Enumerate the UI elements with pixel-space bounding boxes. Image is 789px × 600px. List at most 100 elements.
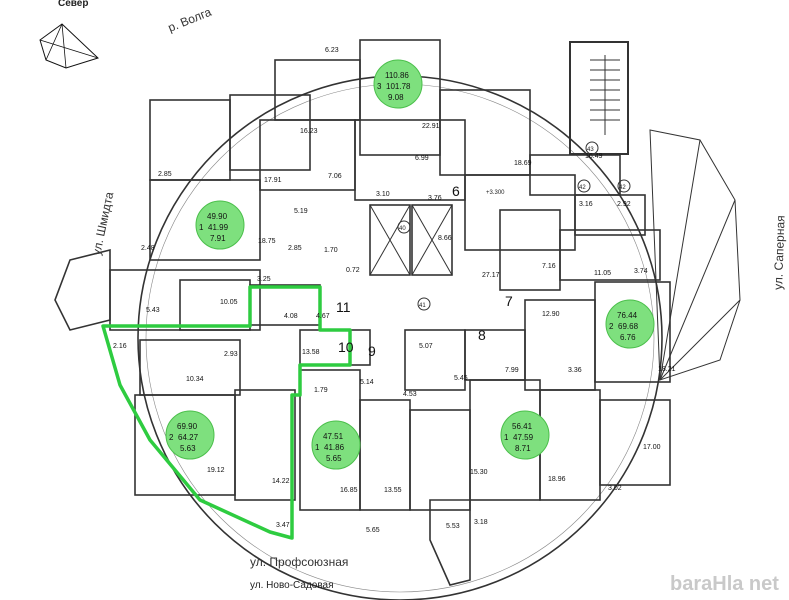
svg-text:110.86: 110.86 bbox=[385, 71, 409, 80]
svg-text:3.16: 3.16 bbox=[579, 201, 593, 208]
svg-text:7: 7 bbox=[505, 293, 513, 309]
watermark: baraHla net bbox=[670, 573, 779, 595]
svg-text:2: 2 bbox=[169, 433, 174, 442]
svg-text:101.78: 101.78 bbox=[386, 82, 411, 91]
svg-text:3: 3 bbox=[377, 82, 382, 91]
street-volga: р. Волга bbox=[166, 5, 214, 35]
svg-text:69.68: 69.68 bbox=[618, 322, 639, 331]
svg-text:9.08: 9.08 bbox=[388, 93, 404, 102]
svg-text:2.85: 2.85 bbox=[288, 245, 302, 252]
svg-text:5.14: 5.14 bbox=[360, 379, 374, 386]
svg-text:41.86: 41.86 bbox=[324, 443, 345, 452]
svg-text:12.90: 12.90 bbox=[542, 311, 560, 318]
svg-text:16.23: 16.23 bbox=[300, 128, 318, 135]
svg-text:5.45: 5.45 bbox=[454, 375, 468, 382]
svg-text:14.22: 14.22 bbox=[272, 478, 290, 485]
svg-text:3.47: 3.47 bbox=[276, 522, 290, 529]
svg-text:1.79: 1.79 bbox=[314, 387, 328, 394]
svg-text:5.07: 5.07 bbox=[419, 343, 433, 350]
svg-text:41.99: 41.99 bbox=[208, 223, 229, 232]
svg-text:3.74: 3.74 bbox=[634, 268, 648, 275]
svg-text:11.05: 11.05 bbox=[594, 270, 611, 277]
svg-text:4.53: 4.53 bbox=[403, 391, 417, 398]
svg-text:16.85: 16.85 bbox=[340, 487, 358, 494]
svg-text:19.12: 19.12 bbox=[207, 467, 225, 474]
svg-text:13.55: 13.55 bbox=[384, 487, 402, 494]
svg-text:2.48: 2.48 bbox=[141, 245, 155, 252]
svg-text:2.85: 2.85 bbox=[158, 171, 172, 178]
svg-text:2.92: 2.92 bbox=[617, 201, 631, 208]
svg-text:18.69: 18.69 bbox=[514, 160, 532, 167]
svg-text:3.18: 3.18 bbox=[474, 519, 488, 526]
svg-text:76.44: 76.44 bbox=[617, 311, 638, 320]
svg-text:40: 40 bbox=[399, 226, 406, 232]
svg-text:47.59: 47.59 bbox=[513, 433, 534, 442]
svg-text:6.76: 6.76 bbox=[620, 333, 636, 342]
svg-text:9: 9 bbox=[368, 343, 376, 359]
svg-text:3.36: 3.36 bbox=[568, 367, 582, 374]
svg-text:5.65: 5.65 bbox=[366, 527, 380, 534]
svg-text:18.75: 18.75 bbox=[258, 238, 276, 245]
svg-text:6.23: 6.23 bbox=[325, 47, 339, 54]
street-shmidta: ул. Шмидта bbox=[89, 190, 116, 256]
apartment-badge: 69.90 2 64.27 5.63 bbox=[165, 410, 215, 460]
apartment-badge: 56.41 1 47.59 8.71 bbox=[500, 410, 550, 460]
svg-text:22.91: 22.91 bbox=[422, 123, 440, 130]
svg-text:5.43: 5.43 bbox=[146, 307, 160, 314]
svg-text:8.66: 8.66 bbox=[438, 235, 452, 242]
svg-text:5.65: 5.65 bbox=[326, 454, 342, 463]
svg-text:8.71: 8.71 bbox=[515, 444, 531, 453]
street-sapernaya: ул. Саперная bbox=[771, 215, 788, 290]
svg-text:7.06: 7.06 bbox=[328, 173, 342, 180]
svg-text:5.53: 5.53 bbox=[446, 523, 460, 530]
svg-text:18.21: 18.21 bbox=[658, 366, 676, 373]
svg-text:4.67: 4.67 bbox=[316, 313, 330, 320]
svg-text:2: 2 bbox=[609, 322, 614, 331]
svg-text:8: 8 bbox=[478, 327, 486, 343]
apartment-badge: 110.86 3 101.78 9.08 bbox=[373, 59, 423, 109]
svg-text:7.99: 7.99 bbox=[505, 367, 519, 374]
svg-text:3.10: 3.10 bbox=[376, 191, 390, 198]
svg-text:1: 1 bbox=[199, 223, 204, 232]
svg-text:0.72: 0.72 bbox=[346, 267, 360, 274]
street-profsoyuznaya: ул. Профсоюзная bbox=[250, 555, 348, 569]
markers: 40 41 42 42 +3.300 bbox=[397, 179, 631, 311]
room-areas: 6.23 16.23 22.91 6.99 18.69 16.49 7.06 1… bbox=[113, 47, 676, 534]
section-numbers: 6 7 8 9 10 11 bbox=[336, 183, 513, 359]
svg-text:56.41: 56.41 bbox=[512, 422, 533, 431]
svg-text:17.91: 17.91 bbox=[264, 177, 282, 184]
compass: Север bbox=[39, 0, 99, 69]
svg-text:10.34: 10.34 bbox=[186, 376, 204, 383]
svg-text:17.00: 17.00 bbox=[643, 444, 661, 451]
svg-text:6: 6 bbox=[452, 183, 460, 199]
svg-text:1: 1 bbox=[504, 433, 509, 442]
svg-text:3.25: 3.25 bbox=[257, 276, 271, 283]
svg-text:16.49: 16.49 bbox=[585, 153, 603, 160]
svg-text:10.05: 10.05 bbox=[220, 299, 238, 306]
svg-text:6.99: 6.99 bbox=[415, 155, 429, 162]
svg-text:7.16: 7.16 bbox=[542, 263, 556, 270]
svg-text:27.17: 27.17 bbox=[482, 272, 500, 279]
svg-text:11: 11 bbox=[336, 299, 351, 315]
svg-text:41: 41 bbox=[419, 303, 426, 309]
elevators bbox=[369, 204, 453, 276]
svg-text:47.51: 47.51 bbox=[323, 432, 344, 441]
svg-text:2.16: 2.16 bbox=[113, 343, 127, 350]
svg-text:+3.300: +3.300 bbox=[486, 190, 505, 196]
canopy bbox=[649, 129, 741, 381]
apartment-badge: 47.51 1 41.86 5.65 bbox=[311, 420, 361, 470]
svg-text:69.90: 69.90 bbox=[177, 422, 198, 431]
svg-text:42: 42 bbox=[579, 185, 586, 191]
svg-text:7.91: 7.91 bbox=[210, 234, 226, 243]
svg-text:3.02: 3.02 bbox=[608, 485, 622, 492]
svg-text:49.90: 49.90 bbox=[207, 212, 228, 221]
stairwell: 43 bbox=[569, 41, 629, 155]
svg-text:42: 42 bbox=[619, 185, 626, 191]
svg-text:18.96: 18.96 bbox=[548, 476, 566, 483]
svg-text:5.63: 5.63 bbox=[180, 444, 196, 453]
svg-text:64.27: 64.27 bbox=[178, 433, 199, 442]
svg-text:3.76: 3.76 bbox=[428, 195, 442, 202]
apartment-badges: 110.86 3 101.78 9.08 49.90 1 41.99 7.91 … bbox=[165, 59, 655, 470]
svg-text:5.19: 5.19 bbox=[294, 208, 308, 215]
